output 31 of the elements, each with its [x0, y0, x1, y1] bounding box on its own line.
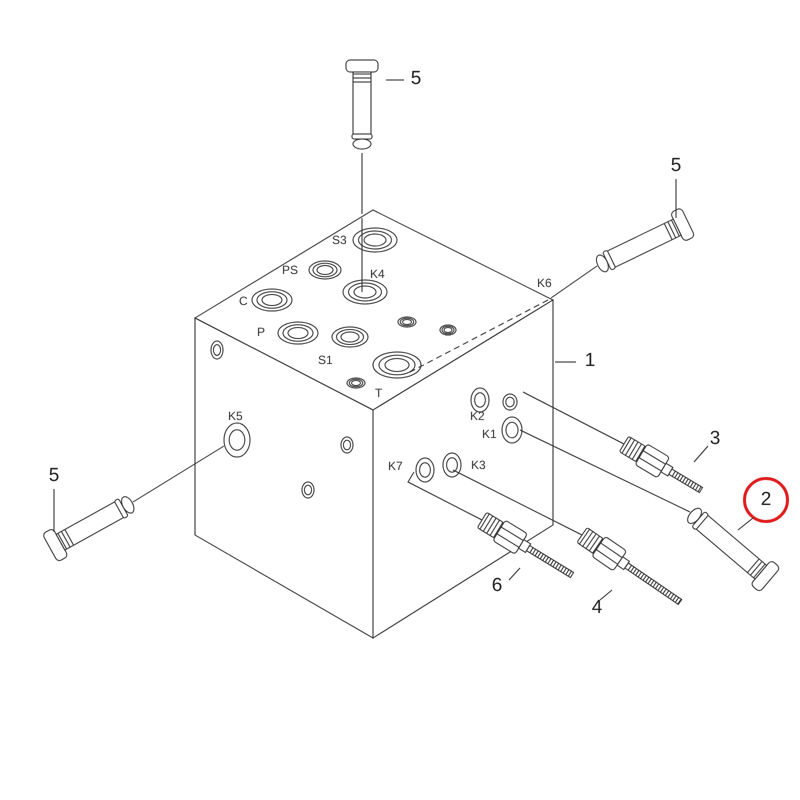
leader-line: [452, 470, 582, 536]
port-label: S1: [318, 354, 333, 367]
leader-line: [738, 518, 754, 530]
leader-line: [407, 472, 482, 520]
leader-line: [508, 568, 520, 580]
callout-number: 1: [576, 350, 604, 374]
callout-number: 2: [743, 477, 789, 523]
callout-number: 5: [664, 155, 688, 179]
leader-line: [520, 430, 690, 512]
callout-number: 6: [485, 575, 509, 599]
port-label: S3: [332, 234, 347, 247]
callout-number: 5: [42, 465, 66, 489]
leader-line: [550, 266, 598, 298]
port-label: K3: [471, 459, 486, 472]
port-label: PS: [282, 264, 298, 277]
port-label: K4: [370, 268, 385, 281]
port-label: K2: [470, 410, 485, 423]
port-label: P: [257, 326, 266, 339]
leader-line: [694, 446, 708, 462]
port-label: K6: [537, 277, 552, 290]
callout-number: 4: [585, 597, 609, 621]
callout-number: 3: [703, 428, 727, 452]
port-label: K5: [228, 410, 243, 423]
leader-line: [600, 590, 612, 600]
port-label: T: [375, 387, 382, 400]
leader-line: [132, 446, 224, 502]
leader-line: [522, 392, 624, 444]
port-label: C: [239, 295, 248, 308]
callout-number: 5: [404, 68, 428, 92]
port-label: K7: [388, 460, 403, 473]
port-label: K1: [482, 428, 497, 441]
